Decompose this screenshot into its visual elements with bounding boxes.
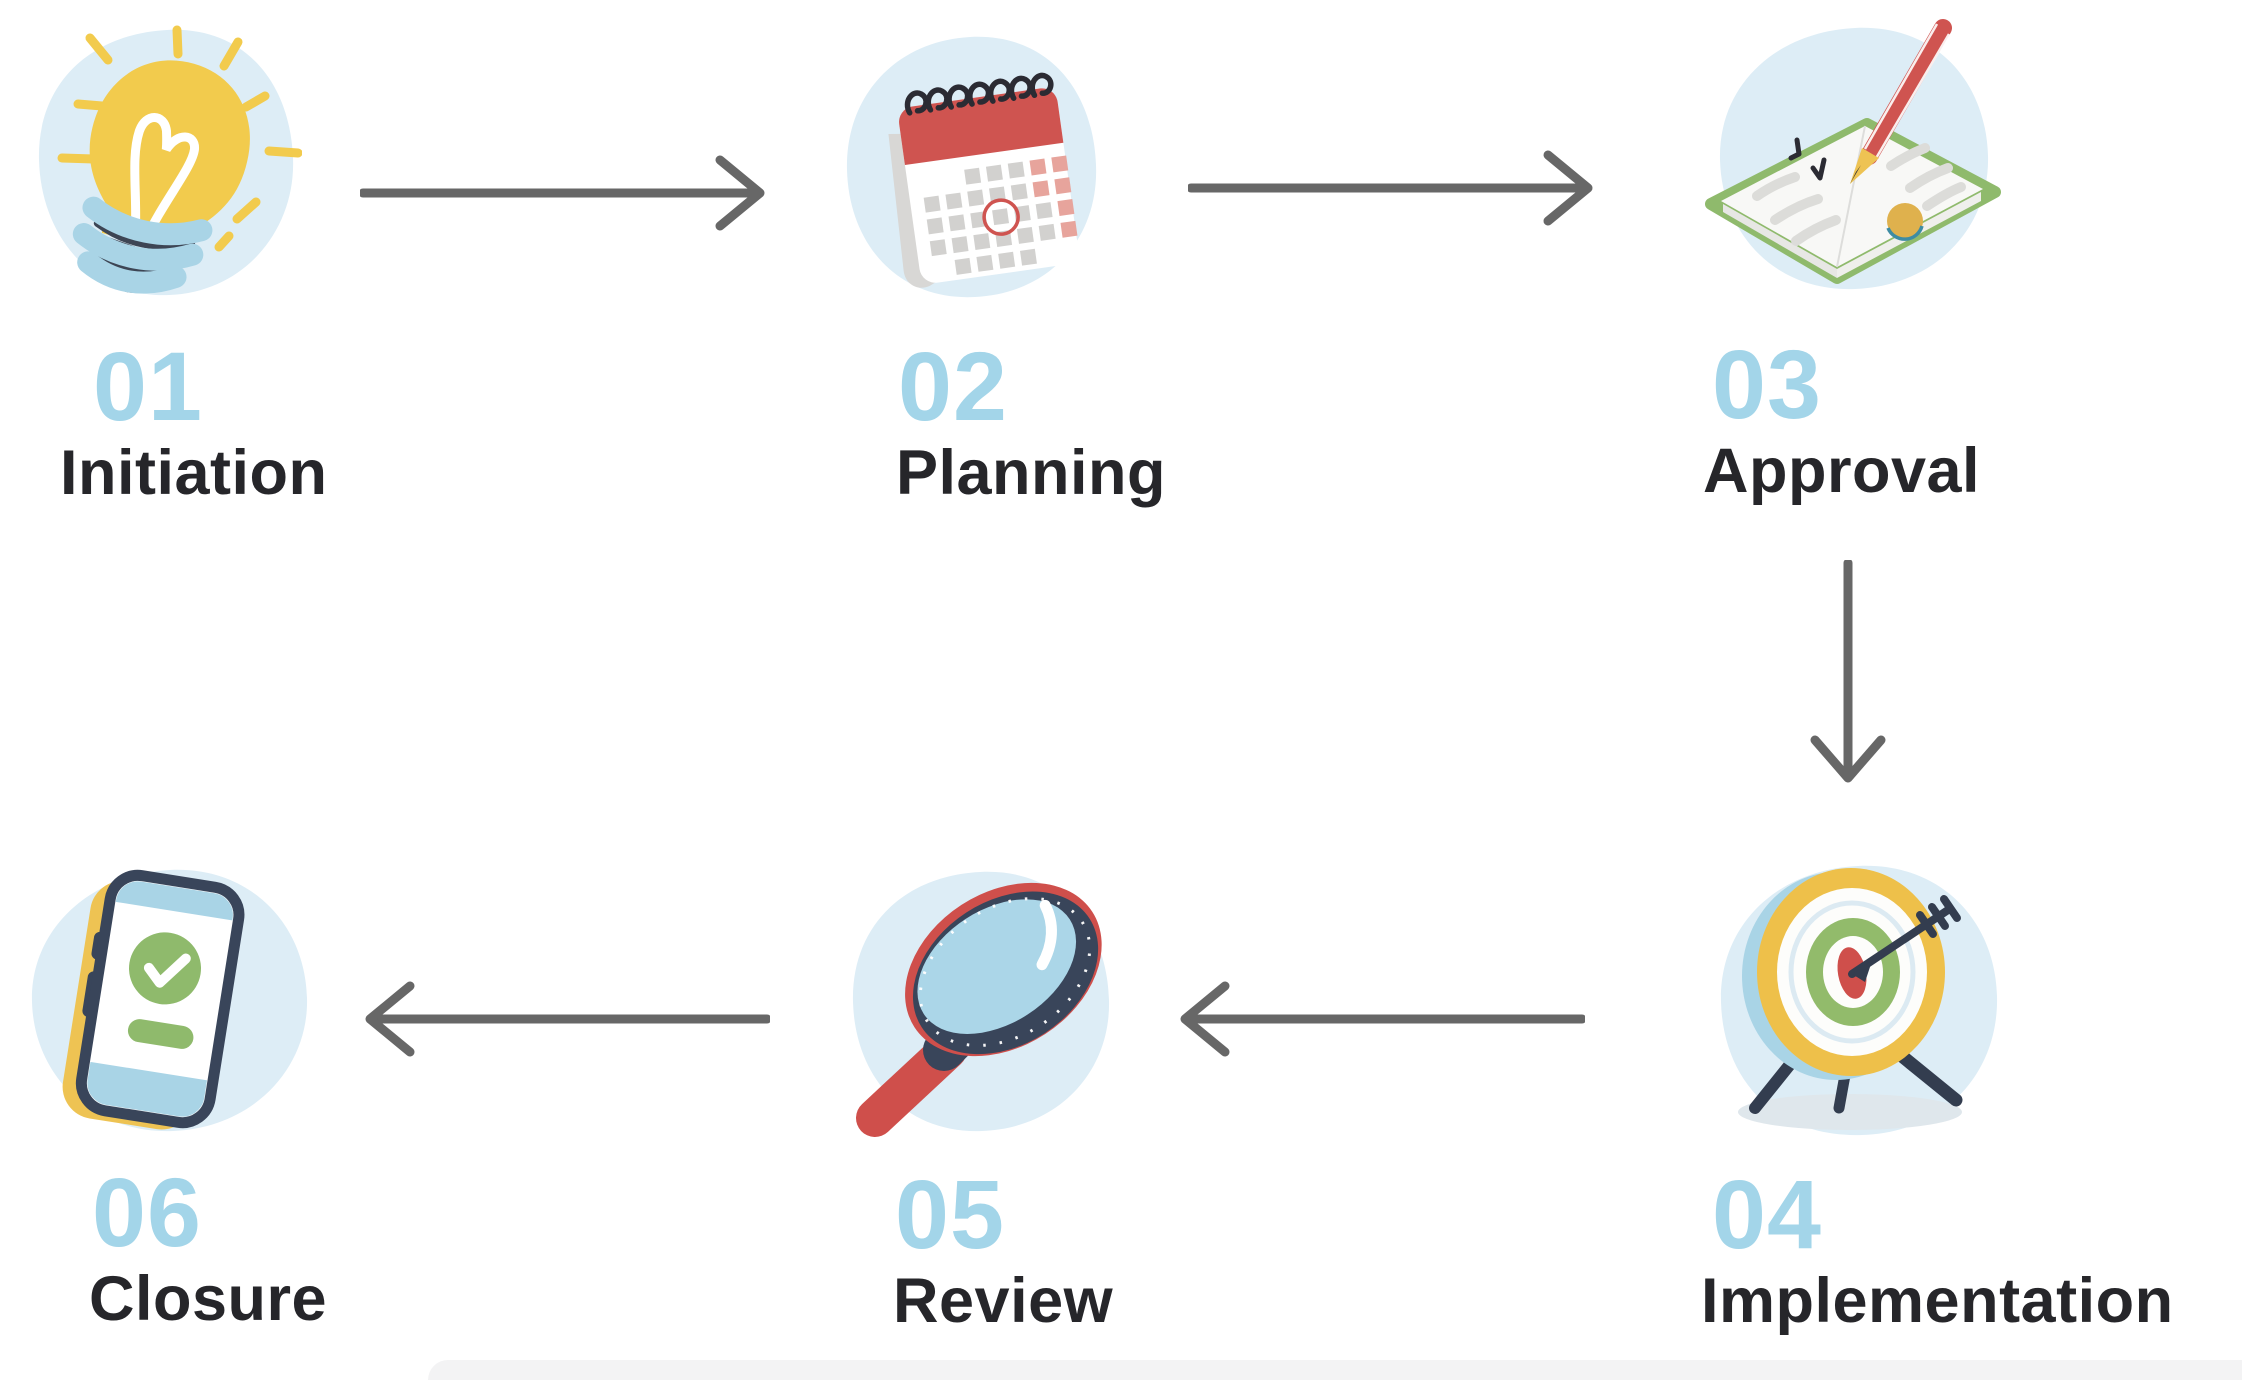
step-label-review: Review (893, 1266, 1114, 1336)
step-label-implementation: Implementation (1701, 1266, 2174, 1336)
step-label-planning: Planning (896, 438, 1166, 508)
bottom-decorative-strip (428, 1360, 2242, 1380)
target-arrow-icon (1700, 852, 2015, 1157)
step-number-planning: 02 (898, 332, 1008, 441)
step-label-initiation: Initiation (60, 438, 328, 508)
lightbulb-idea-icon (22, 8, 303, 323)
step-label-approval: Approval (1703, 436, 1981, 506)
step-number-approval: 03 (1712, 330, 1822, 439)
arrow-implementation-to-review (1175, 974, 1587, 1069)
step-number-review: 05 (895, 1160, 1005, 1269)
phone-check-icon (15, 850, 310, 1155)
arrow-planning-to-approval (1186, 143, 1598, 238)
step-label-closure: Closure (89, 1264, 328, 1334)
arrow-approval-to-implementation (1803, 558, 1893, 790)
step-number-closure: 06 (92, 1158, 202, 1267)
arrow-review-to-closure (360, 974, 772, 1069)
magnifying-glass-icon (830, 852, 1120, 1152)
step-number-implementation: 04 (1712, 1160, 1822, 1269)
arrow-initiation-to-planning (358, 148, 770, 243)
step-number-initiation: 01 (93, 332, 203, 441)
calendar-icon (830, 22, 1120, 317)
book-pencil-icon (1695, 8, 2015, 308)
